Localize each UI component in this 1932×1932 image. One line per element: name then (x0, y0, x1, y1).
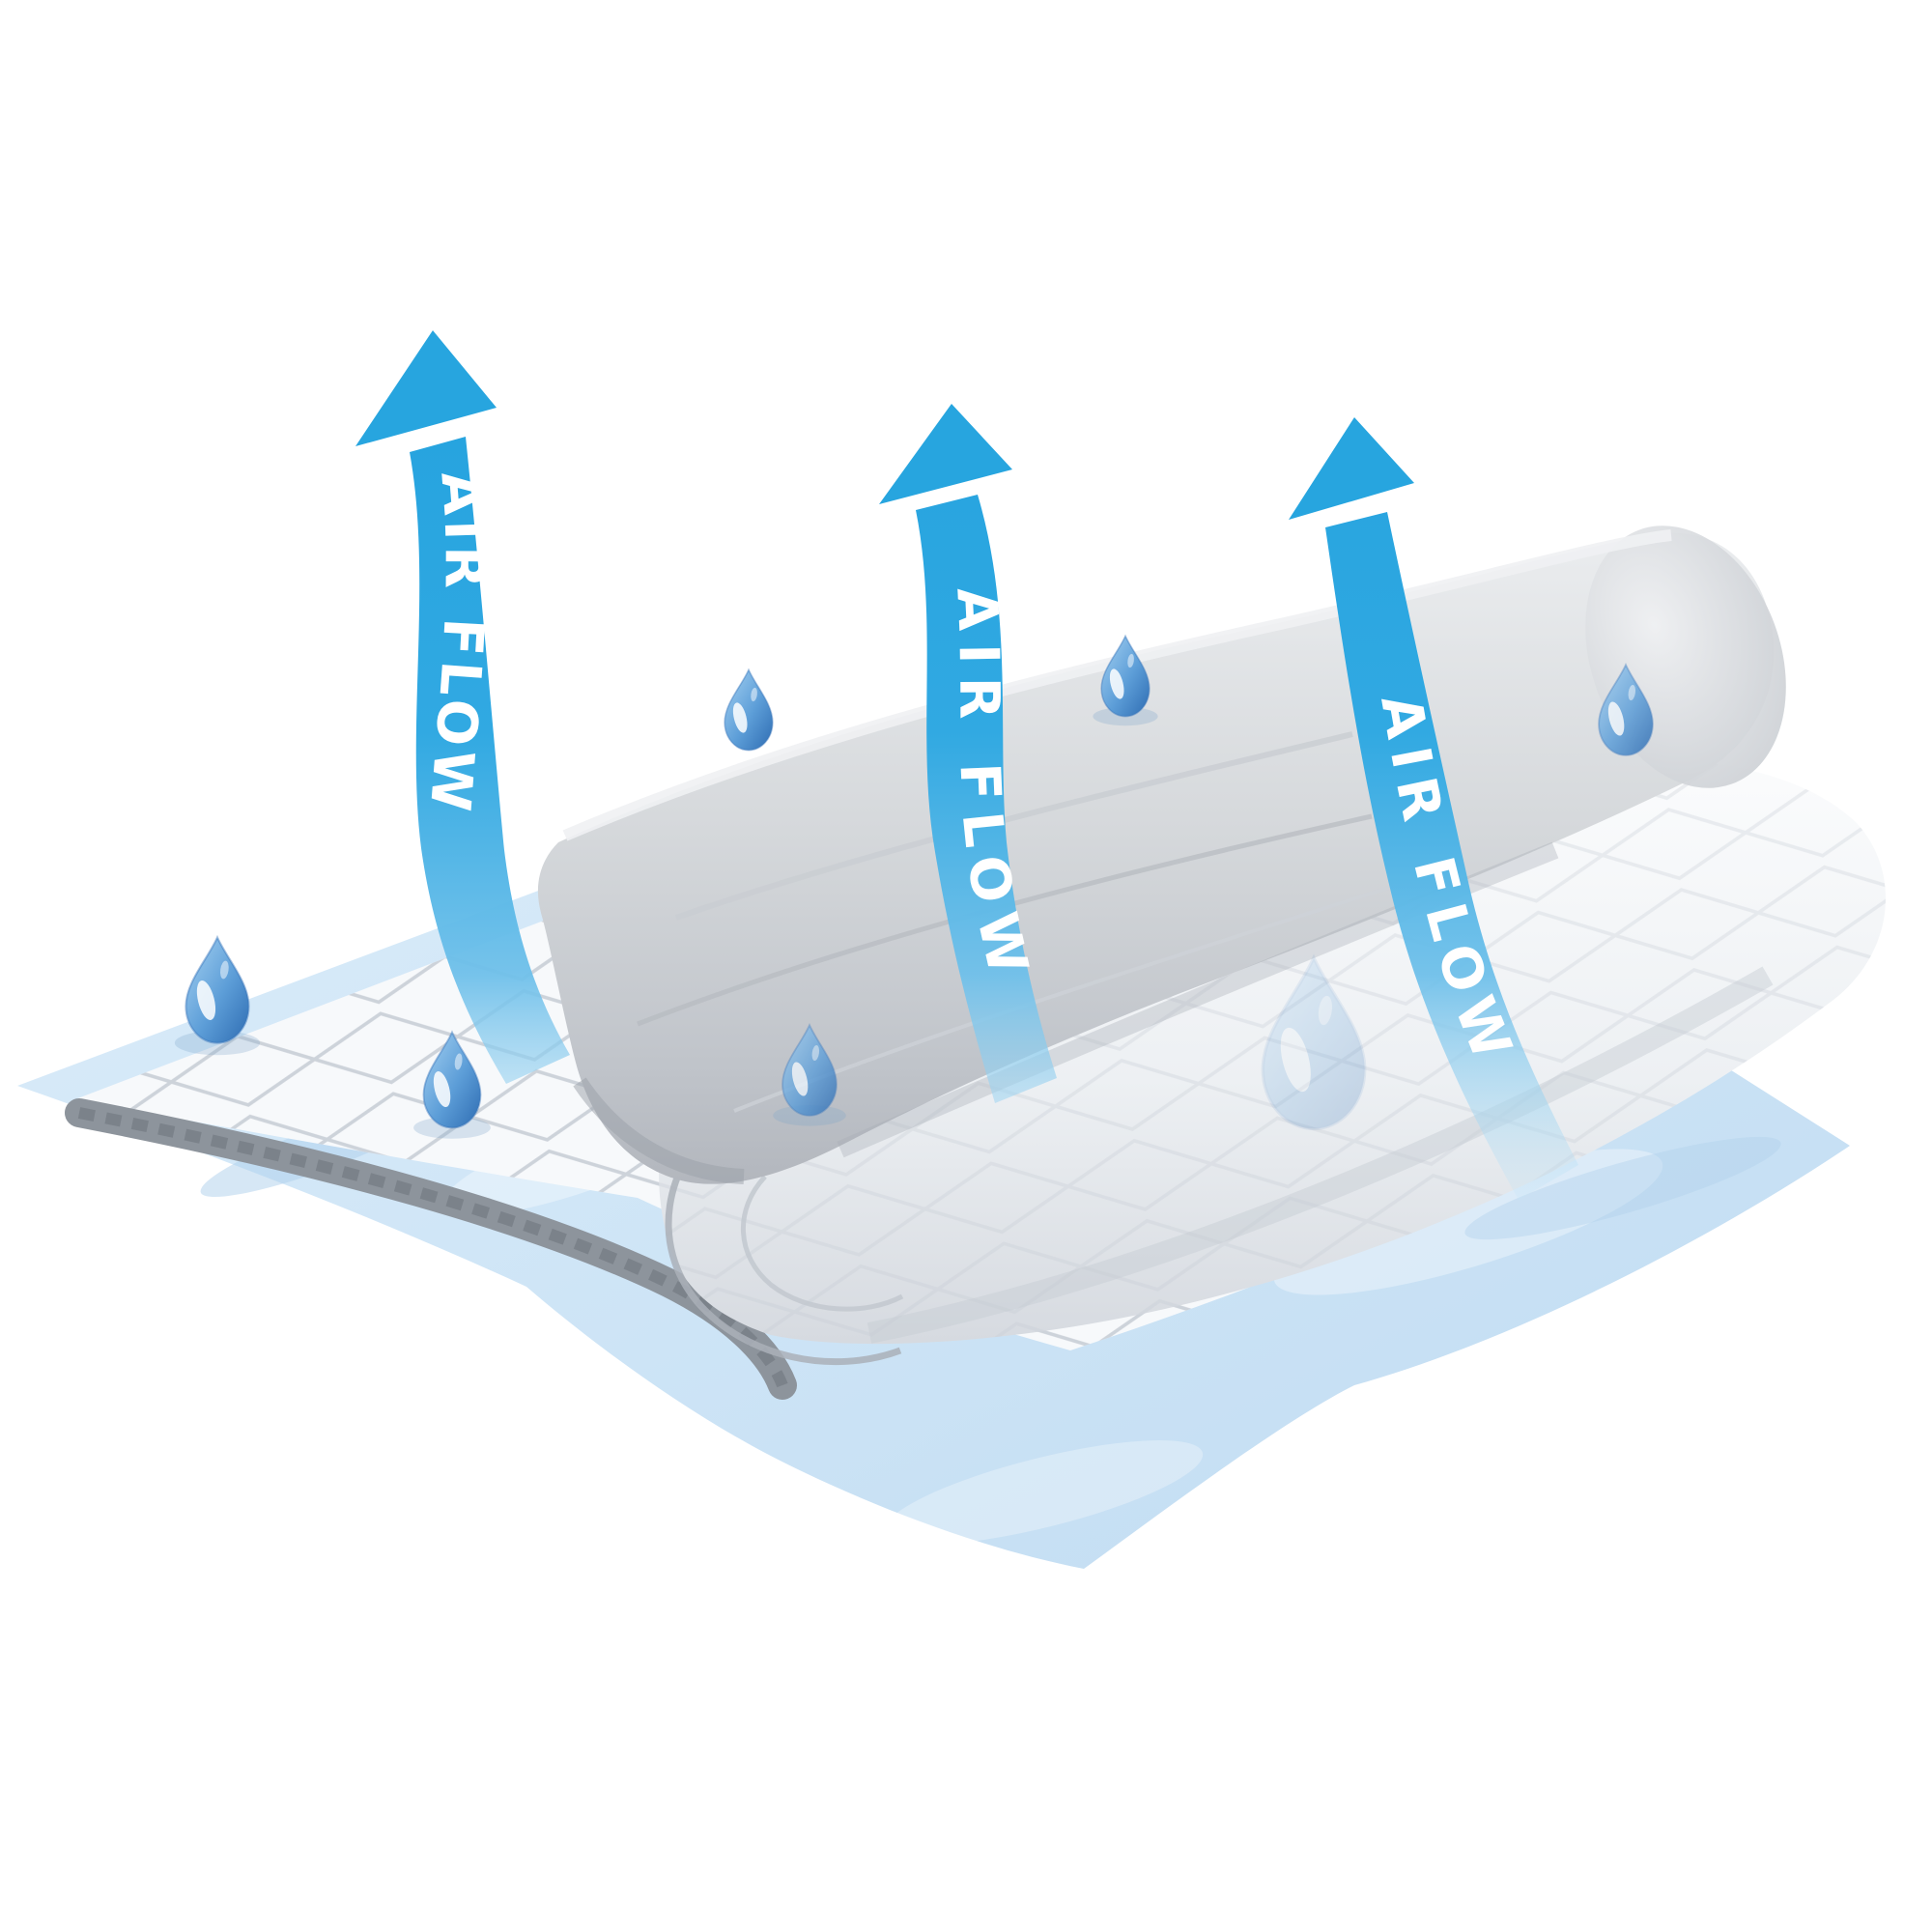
core-edge-texture (77, 1107, 788, 1388)
airflow-arrow-left: AIR FLOW (355, 330, 570, 1084)
water-droplet (185, 936, 250, 1044)
sheet-highlight (1273, 1149, 1663, 1295)
fluff-top-highlight (562, 529, 1672, 841)
droplets (174, 635, 1654, 1139)
arrow-tail (916, 495, 1057, 1103)
arrow-head (879, 404, 1012, 504)
arrow-tail (410, 437, 570, 1084)
arrow-head (1289, 417, 1414, 520)
water-droplet (1100, 635, 1151, 718)
sheet-highlight (883, 1440, 1204, 1545)
roll-shading (867, 966, 1774, 1344)
water-droplet (724, 668, 774, 752)
arrow-head (355, 330, 497, 446)
fluff-roll-body (537, 532, 1775, 1184)
roll-curl-edge-inner (741, 1175, 904, 1312)
sheet-shade (1464, 1136, 1781, 1240)
airflow-arrows: AIR FLOW AIR FLOW AIR FLOW (355, 330, 1578, 1200)
arrow-tail (1325, 512, 1578, 1200)
fluff-underside-shadow (573, 1077, 745, 1184)
